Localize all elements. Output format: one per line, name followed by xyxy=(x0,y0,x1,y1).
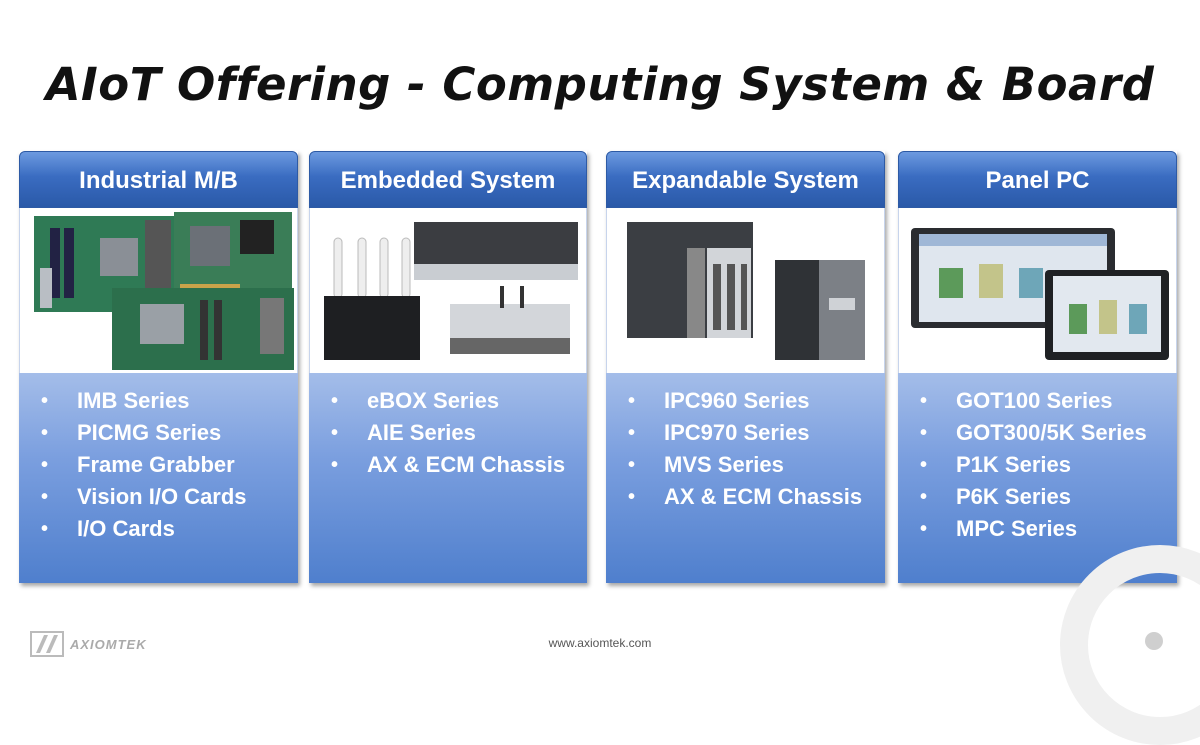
logo-mark-icon xyxy=(30,631,64,657)
list-item: IPC970 Series xyxy=(626,417,885,449)
column-embedded-system: Embedded System eBOX Series AIE Series A… xyxy=(309,151,587,583)
embedded-system-illustration xyxy=(324,222,578,360)
motherboard-illustration xyxy=(34,212,294,370)
panel-pc-photos xyxy=(898,208,1177,373)
column-header: Industrial M/B xyxy=(19,151,298,208)
expandable-system-illustration xyxy=(627,222,865,360)
axiomtek-logo: AXIOMTEK xyxy=(30,630,147,658)
list-item: GOT100 Series xyxy=(918,385,1177,417)
list-item: I/O Cards xyxy=(39,513,298,545)
list-item: P6K Series xyxy=(918,481,1177,513)
footer-url: www.axiomtek.com xyxy=(548,636,652,650)
list-item: P1K Series xyxy=(918,449,1177,481)
list-item: AX & ECM Chassis xyxy=(329,449,587,481)
column-header: Embedded System xyxy=(309,151,587,208)
list-item: MPC Series xyxy=(918,513,1177,545)
list-item: AIE Series xyxy=(329,417,587,449)
panel-pc-illustration xyxy=(911,228,1169,360)
list-item: GOT300/5K Series xyxy=(918,417,1177,449)
list-item: AX & ECM Chassis xyxy=(626,481,885,513)
list-item: IMB Series xyxy=(39,385,298,417)
logo-text: AXIOMTEK xyxy=(70,636,147,652)
column-header: Panel PC xyxy=(898,151,1177,208)
column-expandable-system: Expandable System IPC960 Series IPC970 S… xyxy=(606,151,885,583)
list-item: Vision I/O Cards xyxy=(39,481,298,513)
column-panel-pc: Panel PC GOT100 Series GOT300/5K Series … xyxy=(898,151,1177,583)
list-item: Frame Grabber xyxy=(39,449,298,481)
slide-title: AIoT Offering - Computing System & Board xyxy=(45,58,1155,111)
column-header: Expandable System xyxy=(606,151,885,208)
series-list: IMB Series PICMG Series Frame Grabber Vi… xyxy=(19,373,298,583)
embedded-box-photos xyxy=(309,208,587,373)
list-item: eBOX Series xyxy=(329,385,587,417)
column-industrial-mb: Industrial M/B IMB Series PICMG Series F… xyxy=(19,151,298,583)
decorative-dot xyxy=(1145,632,1163,650)
series-list: eBOX Series AIE Series AX & ECM Chassis xyxy=(309,373,587,583)
motherboard-photos xyxy=(19,208,298,373)
list-item: MVS Series xyxy=(626,449,885,481)
list-item: PICMG Series xyxy=(39,417,298,449)
series-list: GOT100 Series GOT300/5K Series P1K Serie… xyxy=(898,373,1177,583)
expandable-system-photos xyxy=(606,208,885,373)
series-list: IPC960 Series IPC970 Series MVS Series A… xyxy=(606,373,885,583)
list-item: IPC960 Series xyxy=(626,385,885,417)
